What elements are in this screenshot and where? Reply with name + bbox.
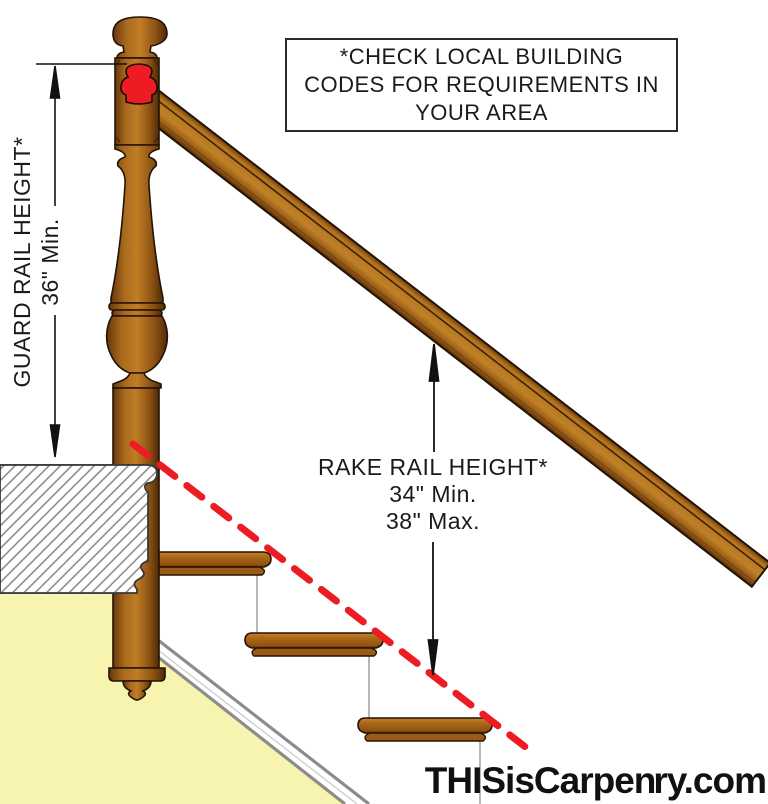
rake-rail-max-text: 38" Max. xyxy=(386,508,480,534)
newel-drop-finial xyxy=(122,680,152,701)
arrowhead-up xyxy=(428,343,440,382)
branding-prefix: THISisCarpen xyxy=(424,760,657,801)
guard-rail-label-text: GUARD RAIL HEIGHT* xyxy=(9,136,35,388)
handrail xyxy=(133,84,768,589)
branding-suffix: ry.com xyxy=(653,760,767,801)
rail-profile-section xyxy=(120,63,158,105)
newel-turning-upper xyxy=(110,144,164,304)
guard-rail-height-label: GUARD RAIL HEIGHT* 36" Min. xyxy=(7,59,65,465)
rake-rail-dimension-lines xyxy=(427,343,440,676)
arrowhead-down xyxy=(427,639,439,676)
stair-tread xyxy=(244,632,384,657)
landing-floor-section xyxy=(0,464,158,594)
cap-block-chamfers xyxy=(114,59,160,143)
newel-cove xyxy=(112,372,162,389)
note-line: CODES FOR REQUIREMENTS IN xyxy=(304,72,659,97)
note-line: YOUR AREA xyxy=(415,100,548,125)
rake-rail-label-text: RAKE RAIL HEIGHT* xyxy=(317,454,549,480)
building-code-note: *CHECK LOCAL BUILDING CODES FOR REQUIREM… xyxy=(285,38,678,132)
newel-ring-1 xyxy=(108,302,166,311)
stair-tread xyxy=(357,717,493,742)
note-line: *CHECK LOCAL BUILDING xyxy=(339,44,624,69)
newel-bulb xyxy=(105,315,169,374)
rake-rail-min-text: 34" Min. xyxy=(389,481,477,507)
newel-ring-2 xyxy=(111,309,163,317)
riser-lines xyxy=(256,574,481,804)
newel-base-molding xyxy=(108,667,166,682)
guard-rail-value-text: 36" Min. xyxy=(37,218,63,306)
rake-rail-height-label: RAKE RAIL HEIGHT* 34" Min. 38" Max. xyxy=(283,454,583,535)
site-branding: THISisCarpen ry.com xyxy=(425,760,767,802)
guard-rail-dimension-lines xyxy=(36,63,127,458)
stair-tread xyxy=(147,551,272,576)
arrowhead-up xyxy=(49,65,61,99)
newel-cap-finial xyxy=(112,16,168,59)
newel-post xyxy=(105,16,169,701)
rake-reference-dashed-line xyxy=(129,440,532,753)
stair-skirt-band xyxy=(157,638,370,804)
wall-below-stairs xyxy=(0,593,346,804)
arrowhead-down xyxy=(49,424,61,458)
